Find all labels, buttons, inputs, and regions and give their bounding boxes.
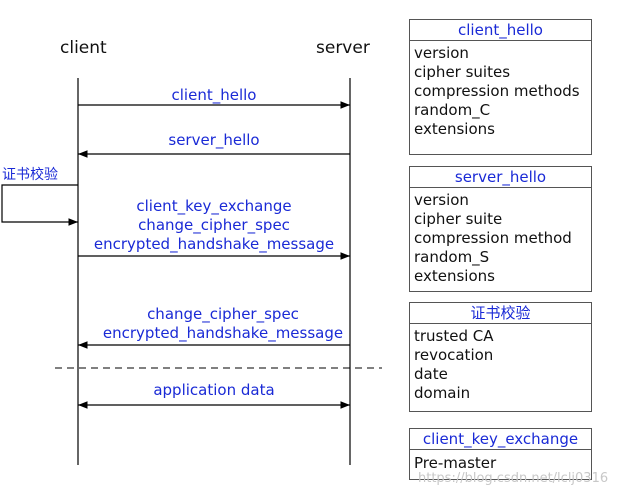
box-item: version: [414, 191, 469, 209]
message-line: change_cipher_spec: [147, 305, 299, 323]
server-finish-label: change_cipher_spec encrypted_handshake_m…: [78, 305, 368, 343]
message-line: change_cipher_spec: [138, 216, 290, 234]
client-key-exchange-label: client_key_exchange change_cipher_spec e…: [78, 197, 350, 254]
box-item: domain: [414, 384, 471, 402]
box-item: extensions: [414, 120, 495, 138]
server-actor-label: server: [316, 38, 370, 58]
certificate-check-label: 证书校验: [2, 167, 58, 183]
box-item: Pre-master: [414, 454, 497, 472]
server-hello-label: server_hello: [78, 131, 350, 150]
certificate-check-loop: [1, 184, 78, 226]
message-line: application data: [153, 381, 275, 399]
box-title: 证书校验: [410, 303, 591, 324]
box-title: client_key_exchange: [410, 429, 591, 450]
server-hello-box: server_hello version cipher suite compre…: [409, 166, 592, 292]
box-item: compression method: [414, 229, 572, 247]
box-item: revocation: [414, 346, 494, 364]
box-item: date: [414, 365, 448, 383]
client-hello-box: client_hello version cipher suites compr…: [409, 19, 592, 155]
box-item: extensions: [414, 267, 495, 285]
box-item: version: [414, 44, 469, 62]
message-line: encrypted_handshake_message: [93, 235, 335, 253]
box-title: server_hello: [410, 167, 591, 188]
certificate-check-box: 证书校验 trusted CA revocation date domain: [409, 302, 592, 412]
application-data-label: application data: [78, 381, 350, 400]
box-item: trusted CA: [414, 327, 494, 345]
client-hello-label: client_hello: [78, 86, 350, 105]
message-line: client_hello: [171, 86, 257, 104]
client-actor-label: client: [60, 38, 107, 58]
message-line: client_key_exchange: [136, 197, 292, 215]
box-item: random_C: [414, 101, 491, 119]
box-title: client_hello: [410, 20, 591, 41]
box-item: random_S: [414, 248, 490, 266]
message-line: encrypted_handshake_message: [102, 324, 344, 342]
box-item: cipher suites: [414, 63, 511, 81]
box-item: compression methods: [414, 82, 580, 100]
message-line: server_hello: [168, 131, 260, 149]
client-key-exchange-box: client_key_exchange Pre-master: [409, 428, 592, 480]
box-item: cipher suite: [414, 210, 503, 228]
watermark: https://blog.csdn.net/lclj0316: [418, 471, 609, 486]
